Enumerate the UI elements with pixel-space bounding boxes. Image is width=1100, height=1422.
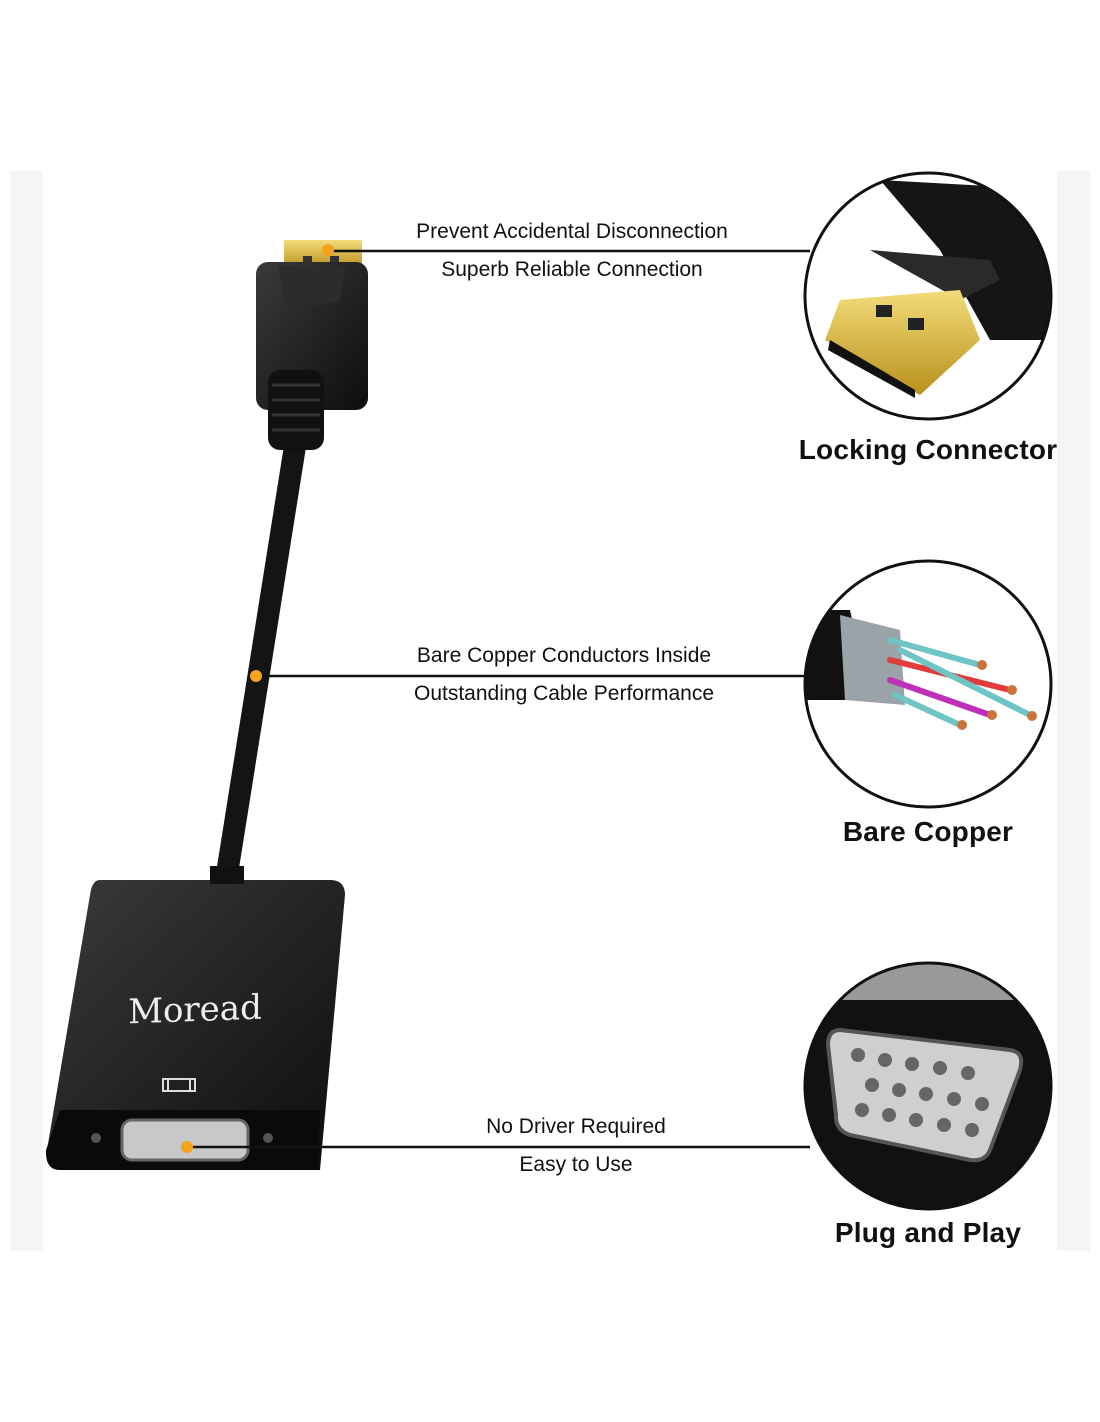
cable: [215, 438, 307, 882]
copper-wires-icon: [803, 559, 1053, 809]
left-border-strip: [10, 171, 43, 1251]
feature-3-line2: Easy to Use: [519, 1153, 633, 1176]
leader-lines: [187, 249, 810, 1149]
vga-adapter: [45, 866, 345, 1170]
right-border-strip: [1057, 171, 1090, 1251]
feature-2-title: Bare Copper: [842, 816, 1014, 847]
feature-1-line1: Prevent Accidental Disconnection: [416, 220, 728, 243]
callout-dot: [250, 670, 262, 682]
feature-3-line1: No Driver Required: [486, 1115, 666, 1138]
displayport-plug-icon: [803, 171, 1053, 421]
brand-logo: Moread: [128, 987, 262, 1033]
displayport-connector: [256, 240, 368, 450]
feature-3-title: Plug and Play: [834, 1217, 1022, 1248]
feature-1-title: Locking Connector: [798, 434, 1058, 465]
callout-dot: [181, 1141, 193, 1153]
feature-2-line1: Bare Copper Conductors Inside: [416, 644, 712, 667]
feature-2-line2: Outstanding Cable Performance: [414, 682, 714, 705]
vga-port-icon: [803, 961, 1053, 1211]
callout-dot: [322, 244, 334, 256]
feature-1-line2: Superb Reliable Connection: [441, 258, 703, 281]
